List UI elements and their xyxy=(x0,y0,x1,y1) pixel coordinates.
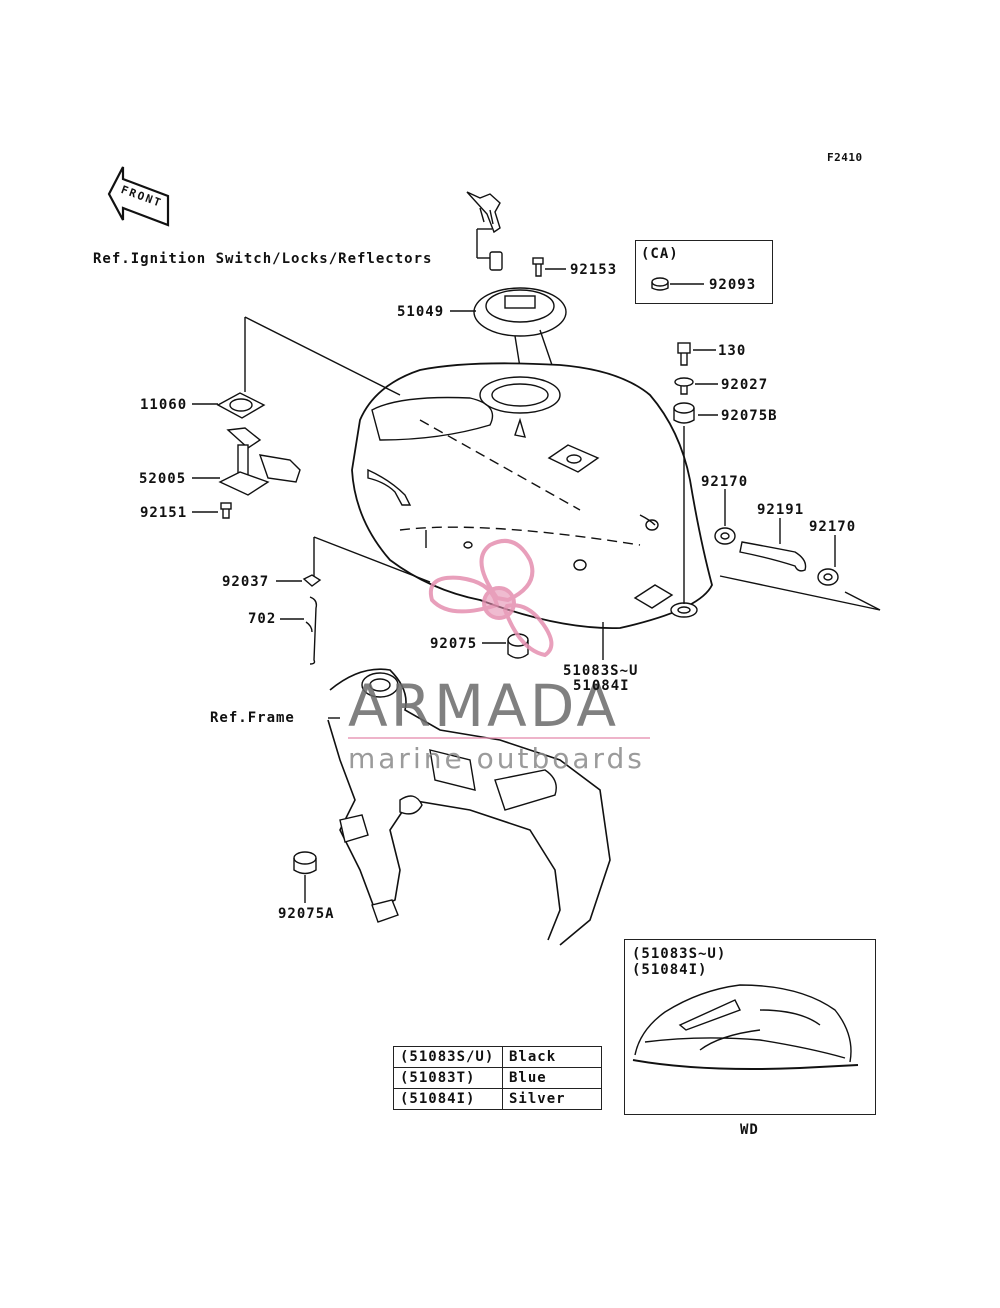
part-label-92170-a: 92170 xyxy=(701,474,749,490)
part-label-51084i: 51084I xyxy=(573,678,630,694)
watermark-title: ARMADA xyxy=(348,672,620,740)
tank-pad-icon xyxy=(632,984,859,1070)
part-label-92075b: 92075B xyxy=(721,408,778,424)
ca-variant-box xyxy=(635,240,773,304)
part-label-92075: 92075 xyxy=(430,636,478,652)
fuel-tank-icon xyxy=(351,362,713,660)
wd-box-line2: (51084I) xyxy=(632,962,708,978)
figure-code: F2410 xyxy=(827,151,863,164)
clamp-92170-icon xyxy=(714,489,736,545)
color-table: (51083S/U) Black (51083T) Blue (51084I) … xyxy=(393,1046,602,1110)
ignition-key-icon xyxy=(466,191,503,271)
ref-ignition-label: Ref.Ignition Switch/Locks/Reflectors xyxy=(93,251,433,267)
clip-702-icon xyxy=(280,596,318,665)
part-label-92153: 92153 xyxy=(570,262,618,278)
part-label-51049: 51049 xyxy=(397,304,445,320)
front-arrow-icon xyxy=(107,166,170,227)
part-label-92170-b: 92170 xyxy=(809,519,857,535)
watermark-subtitle: marine outboards xyxy=(348,742,645,775)
part-label-92151: 92151 xyxy=(140,505,188,521)
part-label-92027: 92027 xyxy=(721,377,769,393)
color-name-cell: Silver xyxy=(502,1088,602,1110)
bolt-92151-icon xyxy=(192,502,232,519)
bolt-130-icon xyxy=(677,342,716,366)
part-label-11060: 11060 xyxy=(140,397,188,413)
damper-92075b-icon xyxy=(673,402,718,604)
color-name-cell: Black xyxy=(502,1046,602,1068)
watermark-propeller-icon xyxy=(428,539,554,658)
part-label-702: 702 xyxy=(248,611,277,627)
gasket-11060-icon xyxy=(192,392,266,419)
part-label-52005: 52005 xyxy=(139,471,187,487)
color-code-cell: (51083T) xyxy=(393,1067,503,1089)
color-name-cell: Blue xyxy=(502,1067,602,1089)
color-table-row: (51083S/U) Black xyxy=(393,1046,602,1068)
bolt-92153-icon xyxy=(532,257,566,277)
part-label-130: 130 xyxy=(718,343,747,359)
wd-box-line1: (51083S~U) xyxy=(632,946,727,962)
part-label-92037: 92037 xyxy=(222,574,270,590)
hose-92191-icon xyxy=(739,518,807,572)
color-code-cell: (51084I) xyxy=(393,1088,503,1110)
clamp-92170b-icon xyxy=(817,535,839,586)
ca-box-title: (CA) xyxy=(641,246,679,262)
wd-variant-box xyxy=(624,939,876,1115)
damper-92075a-icon xyxy=(293,851,317,903)
frame-icon xyxy=(327,668,611,946)
wd-caption: WD xyxy=(740,1122,759,1138)
part-label-92093: 92093 xyxy=(709,277,757,293)
damper-92037-icon xyxy=(276,574,322,587)
ref-frame-label: Ref.Frame xyxy=(210,710,295,726)
fuel-pump-icon xyxy=(192,427,301,496)
cap-92093-icon xyxy=(651,277,704,291)
color-code-cell: (51083S/U) xyxy=(393,1046,503,1068)
part-label-92191: 92191 xyxy=(757,502,805,518)
collar-92027-icon xyxy=(674,377,718,395)
color-table-row: (51084I) Silver xyxy=(393,1088,602,1110)
part-label-92075a: 92075A xyxy=(278,906,335,922)
part-label-51083su: 51083S~U xyxy=(563,663,639,679)
color-table-row: (51083T) Blue xyxy=(393,1067,602,1089)
